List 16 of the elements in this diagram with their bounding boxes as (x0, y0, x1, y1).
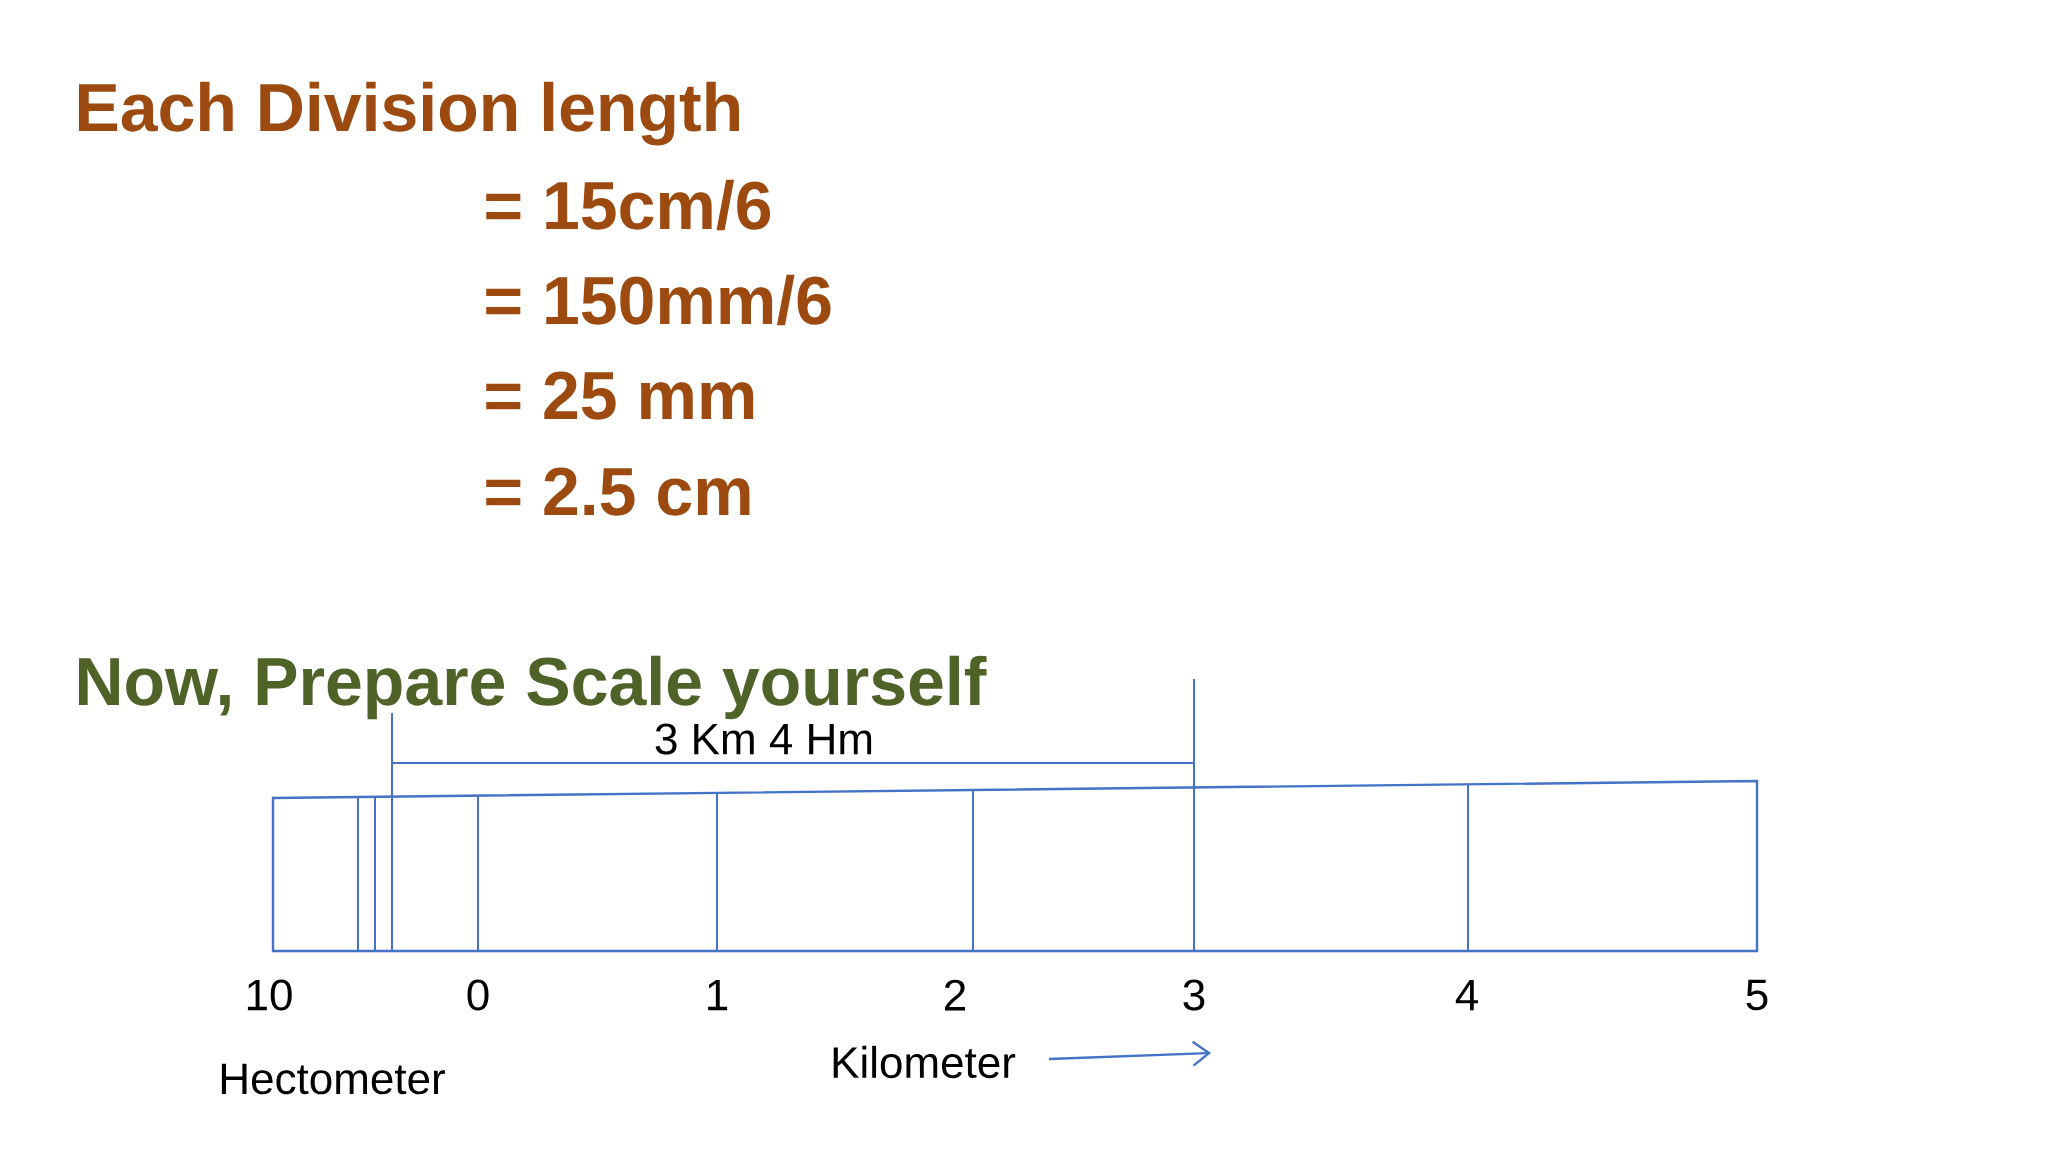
equation-text: = 25 mm (486, 371, 754, 420)
axis-label: Hectometer (221, 1063, 445, 1095)
tick-label: 4 (1455, 979, 1478, 1011)
axis-label: Kilometer (833, 1045, 1016, 1079)
tick-label: 0 (467, 979, 489, 1011)
dimension-label: 3 Km 4 Hm (655, 723, 872, 755)
equation-text: = 150mm/6 (486, 274, 831, 326)
tick-label: 2 (945, 979, 966, 1011)
tick-label: 3 (1183, 979, 1205, 1011)
tick-label: 1 (708, 979, 728, 1011)
equation-text: = 15cm/6 (486, 179, 771, 231)
tick-label: 10 (247, 979, 292, 1011)
heading-text: Each Division length (78, 81, 739, 146)
equation-text: = 2.5 cm (486, 467, 750, 516)
tick-label: 5 (1746, 979, 1768, 1011)
heading-text: Now, Prepare Scale yourself (78, 655, 987, 720)
